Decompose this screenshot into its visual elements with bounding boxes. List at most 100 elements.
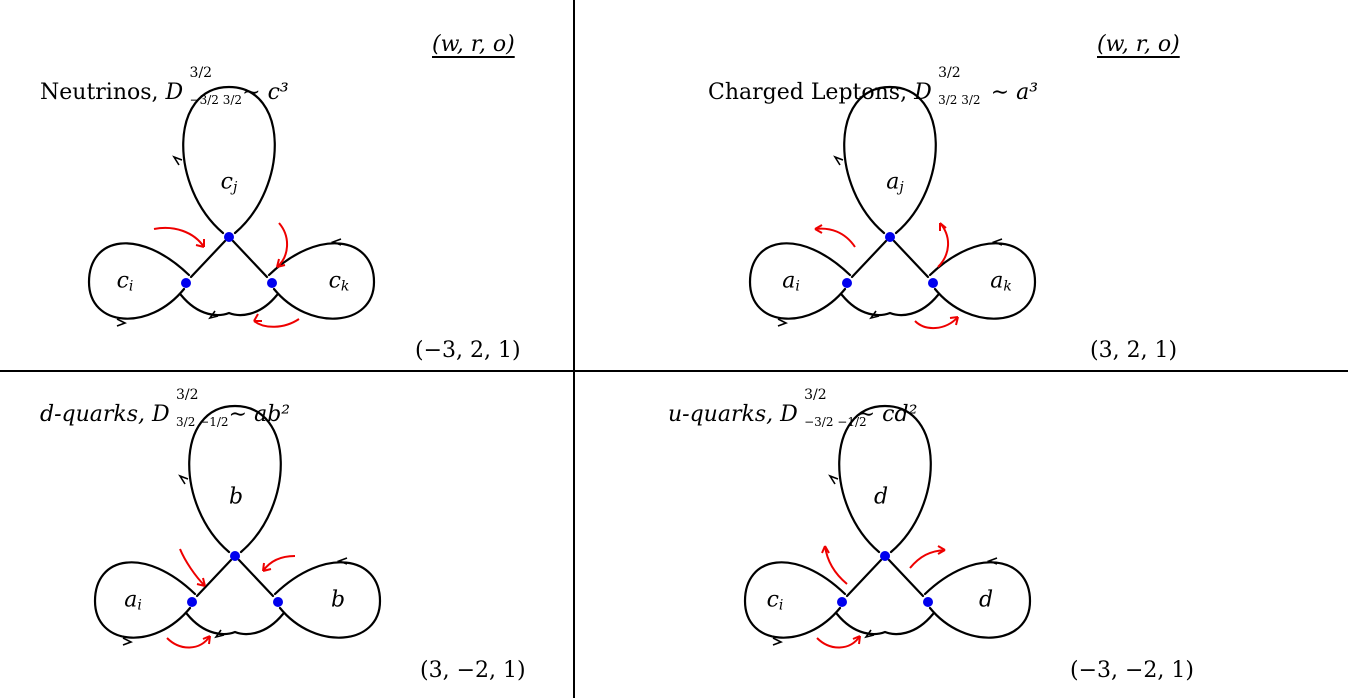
twist-arrowhead-icon xyxy=(195,239,205,248)
center-strand-right xyxy=(231,239,269,279)
title-prefix: Neutrinos, xyxy=(40,80,159,105)
quantum-numbers: (3, 2, 1) xyxy=(1090,338,1178,363)
loop-top-label: b xyxy=(228,484,244,510)
direction-arrow-icon xyxy=(214,629,225,639)
twist-arrow-icon xyxy=(937,222,949,268)
twist-arrow-icon xyxy=(166,635,211,649)
right-loop-strand xyxy=(273,561,382,639)
quantum-numbers: (−3, 2, 1) xyxy=(415,338,521,363)
loop-right-label: b xyxy=(330,587,346,613)
twist-arrowhead-icon xyxy=(276,258,286,268)
direction-arrow-icon xyxy=(986,557,998,565)
loop-left-label: ai xyxy=(124,587,142,614)
crossing-dot xyxy=(267,278,277,288)
loop-right-label: ck xyxy=(328,268,350,295)
bottom-strand xyxy=(840,293,940,317)
loop-left-label: ci xyxy=(116,268,134,295)
crossing-dot xyxy=(928,278,938,288)
knot-group xyxy=(743,404,1032,649)
twist-arrow-icon xyxy=(909,549,946,569)
right-loop-strand xyxy=(267,242,376,320)
horizontal-divider xyxy=(0,370,1348,372)
direction-arrow-icon xyxy=(336,557,348,565)
direction-arrow-icon xyxy=(122,637,133,646)
quantum-numbers: (3, −2, 1) xyxy=(420,658,526,683)
title-prefix: Charged Leptons, xyxy=(708,80,908,105)
twist-arrow-icon xyxy=(262,555,296,572)
center-strand-left xyxy=(189,239,227,279)
twist-arrowhead-icon xyxy=(939,222,947,231)
bottom-strand xyxy=(835,612,935,636)
left-loop-strand xyxy=(93,561,197,639)
direction-arrow-icon xyxy=(991,238,1003,246)
knot-group xyxy=(87,85,376,328)
left-loop-strand xyxy=(743,561,847,639)
bottom-strand xyxy=(179,293,279,317)
twist-arrow-icon xyxy=(914,316,959,329)
left-loop-strand xyxy=(748,242,852,320)
twist-arrowhead-icon xyxy=(949,316,959,326)
twist-arrowhead-icon xyxy=(937,545,946,555)
left-loop-strand xyxy=(87,242,191,320)
loop-top-label: cj xyxy=(220,169,238,196)
loop-right-label: d xyxy=(978,587,994,613)
right-loop-strand xyxy=(928,242,1037,320)
twist-arrowhead-icon xyxy=(814,224,823,234)
center-strand-left xyxy=(195,558,233,598)
twist-arrowhead-icon xyxy=(852,635,861,645)
quantum-numbers: (−3, −2, 1) xyxy=(1070,658,1194,683)
crossing-dot xyxy=(181,278,191,288)
top-loop-strand xyxy=(182,85,276,235)
crossing-dot xyxy=(224,232,234,242)
direction-arrow-icon xyxy=(178,474,189,485)
knot-diagram xyxy=(748,85,1037,329)
header-label: (w, r, o) xyxy=(432,32,515,57)
crossing-dot xyxy=(885,232,895,242)
loop-top-label: d xyxy=(873,484,889,510)
title-rhs: ∼ cd² xyxy=(856,402,918,427)
direction-arrow-icon xyxy=(772,637,783,646)
vertical-divider xyxy=(573,0,575,698)
direction-arrow-icon xyxy=(864,629,875,639)
center-strand-left xyxy=(850,239,888,279)
knot-group xyxy=(748,85,1037,329)
direction-arrow-icon xyxy=(116,318,127,327)
twist-arrow-icon xyxy=(179,548,206,587)
direction-arrow-icon xyxy=(172,155,183,166)
direction-arrow-icon xyxy=(833,155,844,166)
twist-arrow-icon xyxy=(816,635,861,649)
center-strand-left xyxy=(845,558,883,598)
title-prefix: d-quarks, xyxy=(40,402,146,427)
center-strand-right xyxy=(887,558,925,598)
knot-diagram xyxy=(87,85,376,328)
twist-arrowhead-icon xyxy=(196,577,206,587)
crossing-dot xyxy=(837,597,847,607)
title-rhs: ∼ ab² xyxy=(228,402,291,427)
twist-arrowhead-icon xyxy=(202,635,211,645)
crossing-dot xyxy=(842,278,852,288)
twist-arrow-icon xyxy=(824,545,848,585)
crossing-dot xyxy=(273,597,283,607)
knot-diagram xyxy=(93,404,382,649)
knot-group xyxy=(93,404,382,649)
center-strand-right xyxy=(892,239,930,279)
direction-arrow-icon xyxy=(208,310,219,320)
twist-arrow-icon xyxy=(814,227,856,248)
twist-arrowhead-icon xyxy=(262,562,272,572)
knot-diagram xyxy=(743,404,1032,649)
title-rhs: ∼ a³ xyxy=(990,80,1039,105)
loop-left-label: ai xyxy=(782,268,800,295)
bottom-strand xyxy=(185,612,285,636)
twist-arrowhead-icon xyxy=(253,313,262,322)
